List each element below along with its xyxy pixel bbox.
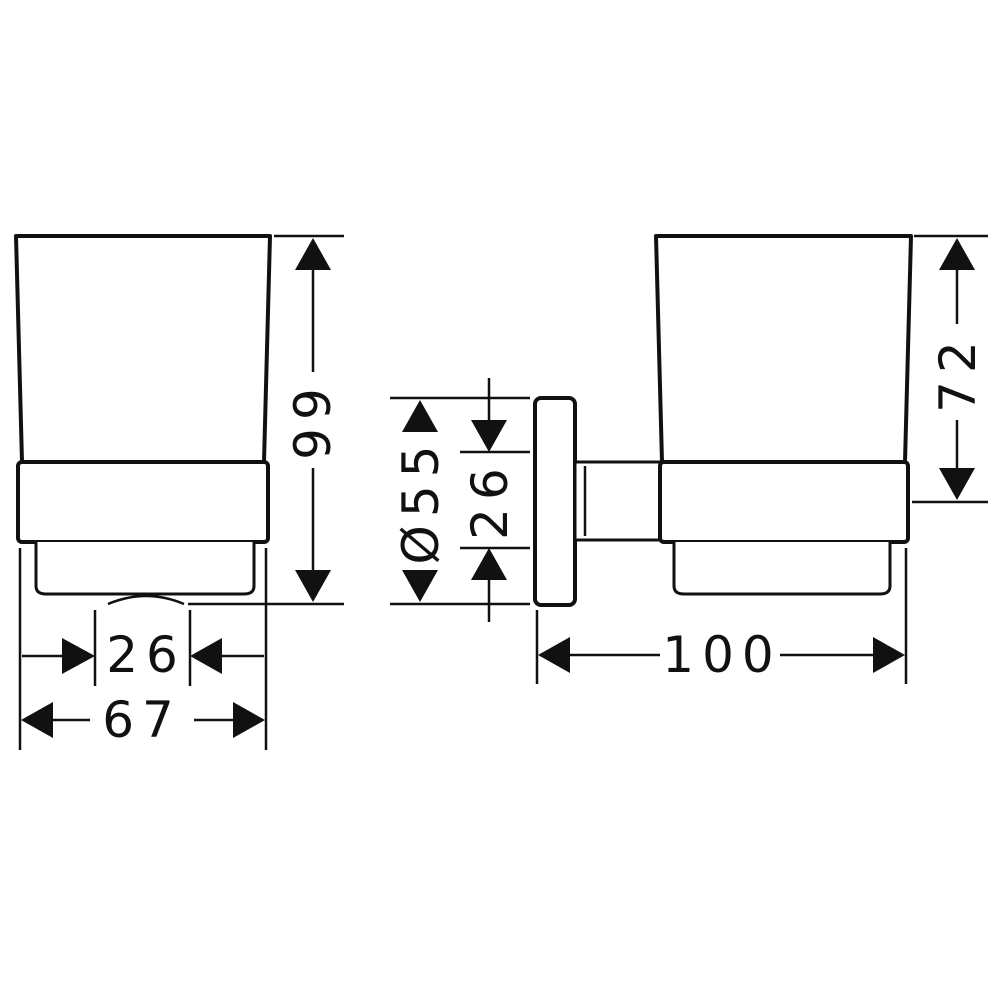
side-cup-arrow-up <box>939 238 975 270</box>
side-diameter-label: Ø55 <box>392 438 450 565</box>
front-cup-base <box>34 542 256 596</box>
front-cup <box>14 234 272 464</box>
side-cup <box>654 234 913 464</box>
front-outer-width-label: 67 <box>102 691 182 749</box>
side-view: Ø55 26 72 100 <box>390 234 988 684</box>
side-diameter-arrow-down <box>402 570 438 602</box>
side-diameter-arrow-up <box>402 400 438 432</box>
front-height-arrow-down <box>295 570 331 602</box>
side-depth-arrow-left <box>538 637 570 673</box>
side-cup-base <box>672 542 892 596</box>
side-depth-arrow-right <box>873 637 905 673</box>
side-cup-height-label: 72 <box>929 333 987 413</box>
front-inner-arrow-left <box>62 638 95 674</box>
front-outer-arrow-right <box>233 702 265 738</box>
side-holder-ring <box>658 460 910 544</box>
front-view: 99 26 67 <box>14 234 344 750</box>
side-depth-label: 100 <box>662 626 781 684</box>
side-arm-label: 26 <box>461 460 519 540</box>
side-wall-rosette <box>533 396 577 607</box>
front-holder-ring <box>16 460 270 544</box>
front-arm <box>107 594 185 606</box>
front-height-arrow-up <box>295 238 331 270</box>
side-cup-arrow-down <box>939 468 975 500</box>
front-height-label: 99 <box>284 380 342 460</box>
front-inner-arrow-right <box>190 638 222 674</box>
front-outer-arrow-left <box>21 702 53 738</box>
side-arm-arrow-up <box>471 548 507 580</box>
side-arm-arrow-down <box>471 420 507 452</box>
side-arm <box>573 460 669 542</box>
front-inner-width-label: 26 <box>106 626 186 684</box>
